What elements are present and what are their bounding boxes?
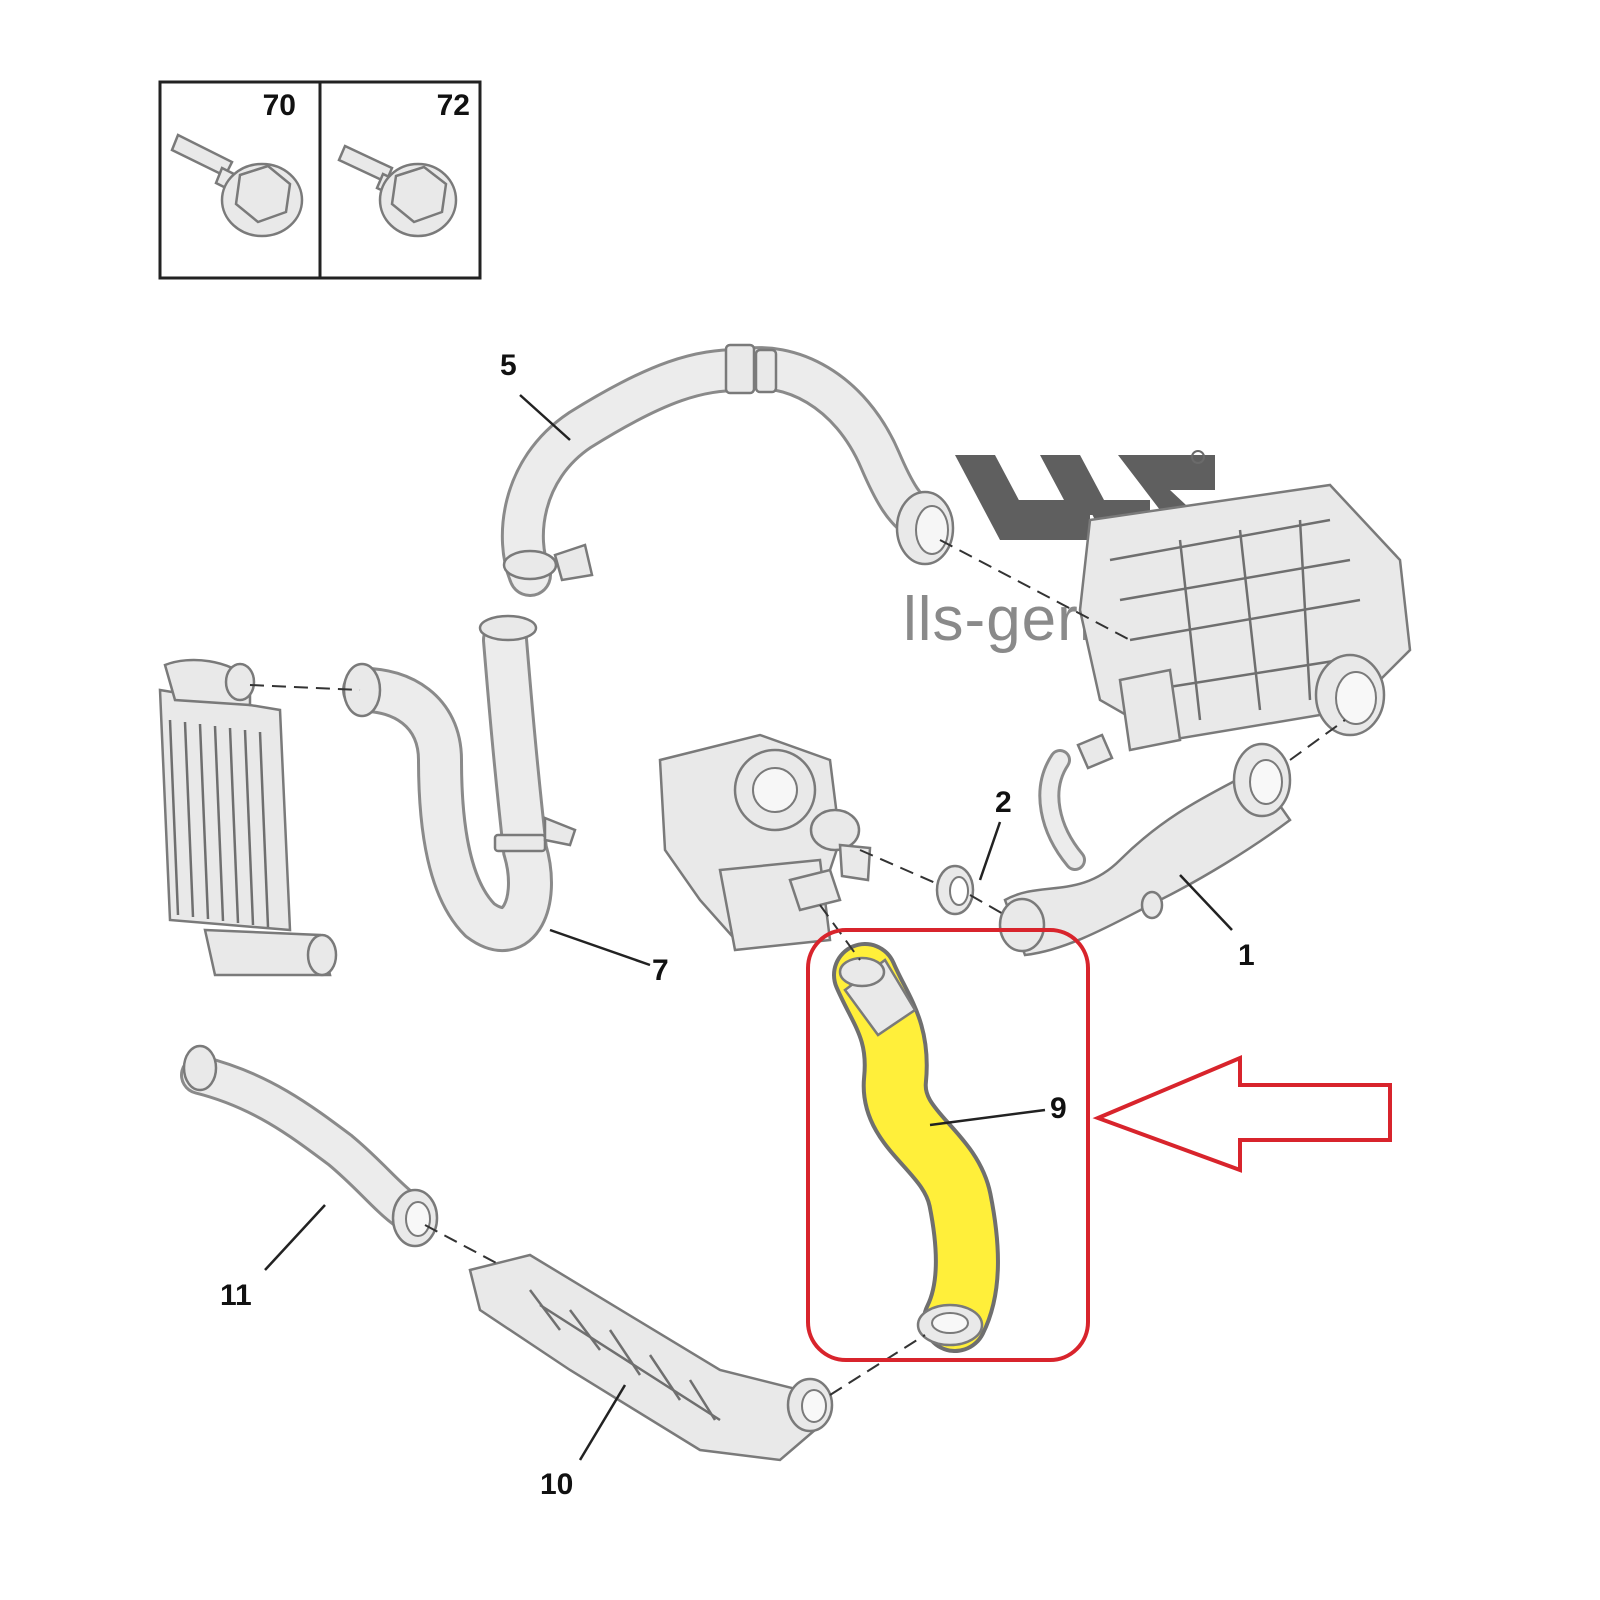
callout-10: 10	[540, 1468, 573, 1501]
callout-9: 9	[1050, 1092, 1067, 1125]
intercooler	[158, 658, 338, 977]
callout-5: 5	[500, 349, 517, 382]
turbocharger	[658, 733, 872, 952]
part-11-small-pipe	[180, 1044, 439, 1248]
part-5-upper-charge-pipe	[500, 343, 955, 597]
pointer-arrow-icon	[1092, 1054, 1392, 1173]
highlight-callout	[806, 928, 1392, 1362]
connection-lines	[249, 539, 1346, 1396]
bolt-icon	[337, 144, 458, 238]
callout-1: 1	[1238, 939, 1255, 972]
part-7-lower-charge-hose	[342, 614, 577, 952]
fastener-inset: 70 72	[158, 80, 482, 280]
part-1-intake-elbow-pipe	[998, 733, 1292, 957]
bolt-72-panel: 72	[337, 89, 470, 238]
part-9-highlighted-hose	[832, 942, 1000, 1353]
intake-manifold	[1078, 483, 1412, 752]
callout-2: 2	[995, 786, 1012, 819]
callout-11: 11	[220, 1279, 252, 1312]
callout-72: 72	[437, 89, 470, 122]
part-10-cooler	[468, 1253, 834, 1462]
bolt-70-panel: 70	[170, 89, 304, 238]
part-2-seal-ring	[935, 864, 975, 916]
highlight-frame	[806, 928, 1090, 1362]
callout-7: 7	[652, 954, 669, 987]
bolt-icon	[170, 133, 304, 238]
callout-70: 70	[263, 89, 296, 122]
callout-labels: 5 2 1 7 9 11 10	[220, 349, 1255, 1501]
